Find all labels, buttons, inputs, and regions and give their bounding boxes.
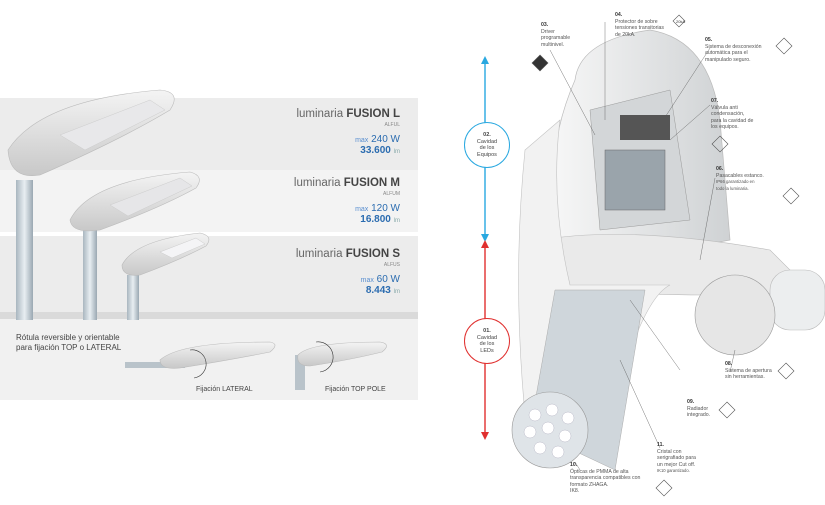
lumen-unit: lm bbox=[393, 149, 400, 155]
lumen-unit: lm bbox=[393, 289, 400, 295]
fixation-illustration bbox=[125, 341, 387, 390]
band-divider bbox=[0, 312, 418, 319]
pole-s bbox=[127, 275, 139, 320]
led-panel-l bbox=[59, 99, 166, 151]
lateral-rotation-arrow bbox=[189, 349, 207, 379]
driver-icon bbox=[531, 54, 549, 72]
product-prefix: luminaria bbox=[293, 177, 341, 189]
surge-icon-text: 20kA bbox=[676, 19, 686, 24]
product-l: luminaria FUSION L ALFUL max 240 W 33.60… bbox=[296, 108, 400, 156]
optics-lenses bbox=[523, 403, 575, 459]
fixation-heading-line1: Rótula reversible y orientable bbox=[16, 333, 120, 342]
max-label: max bbox=[355, 137, 369, 144]
product-watts: 240 W bbox=[371, 134, 400, 145]
feature-icons bbox=[531, 14, 800, 497]
fixation-heading-line2: para fijación TOP o LATERAL bbox=[16, 343, 122, 352]
product-code: ALFUS bbox=[383, 262, 400, 268]
radiator-icon bbox=[718, 401, 736, 419]
product-code: ALFUL bbox=[384, 122, 400, 128]
valve-icon bbox=[711, 135, 729, 153]
pole-l bbox=[16, 180, 33, 320]
band-s bbox=[0, 236, 418, 316]
gland-icon bbox=[782, 187, 800, 205]
top-rotation-arrow bbox=[315, 341, 334, 373]
pole-m bbox=[83, 230, 97, 320]
product-s: luminaria FUSION S ALFUS max 60 W 8.443 … bbox=[296, 248, 400, 296]
led-cavity-label: 01. Cavidad de los LEDs bbox=[464, 318, 510, 364]
pole-spigot bbox=[769, 269, 825, 331]
surge-protector bbox=[620, 115, 670, 140]
product-lumens: 33.600 bbox=[360, 145, 391, 156]
opening-icon bbox=[777, 362, 795, 380]
surge-icon bbox=[672, 14, 686, 28]
max-label: max bbox=[360, 277, 374, 284]
lumen-unit: lm bbox=[393, 218, 400, 224]
driver-box bbox=[604, 149, 666, 211]
disconnect-icon bbox=[775, 37, 793, 55]
product-lumens: 8.443 bbox=[365, 285, 391, 296]
product-code: ALFUM bbox=[383, 191, 400, 197]
product-name: FUSION M bbox=[343, 177, 400, 189]
top-pole bbox=[295, 355, 305, 390]
feature-06: 06. Pasacables estanco.IP66 garantizado … bbox=[716, 166, 764, 191]
opening-detail-circle bbox=[694, 274, 776, 356]
product-prefix: luminaria bbox=[295, 248, 343, 260]
product-prefix: luminaria bbox=[296, 108, 344, 120]
product-watts: 60 W bbox=[376, 274, 400, 285]
led-panel-s bbox=[159, 237, 206, 259]
exploded-view-illustration bbox=[481, 14, 825, 497]
fixation-heading: Rótula reversible y orientable para fija… bbox=[16, 333, 121, 353]
lateral-arm bbox=[125, 362, 185, 368]
fixation-top-label: Fijación TOP POLE bbox=[325, 386, 386, 393]
product-lumens: 16.800 bbox=[360, 214, 391, 225]
product-name: FUSION S bbox=[345, 248, 400, 260]
led-panel-m bbox=[109, 177, 193, 217]
product-name: FUSION L bbox=[346, 108, 400, 120]
leader-lines bbox=[549, 22, 736, 471]
product-m: luminaria FUSION M ALFUM max 120 W 16.80… bbox=[294, 177, 400, 225]
glass-icon bbox=[655, 479, 673, 497]
fixation-lateral-label: Fijación LATERAL bbox=[196, 386, 253, 393]
product-watts: 120 W bbox=[371, 203, 400, 214]
band-m bbox=[0, 170, 418, 232]
equipment-cavity-label: 02. Cavidad de los Equipos bbox=[464, 122, 510, 168]
product-range-panel: luminaria FUSION L ALFUL max 240 W 33.60… bbox=[0, 0, 418, 400]
lateral-luminaire bbox=[159, 341, 276, 369]
max-label: max bbox=[355, 206, 369, 213]
luminaire-range-illustration bbox=[7, 89, 210, 320]
top-luminaire bbox=[297, 341, 387, 367]
